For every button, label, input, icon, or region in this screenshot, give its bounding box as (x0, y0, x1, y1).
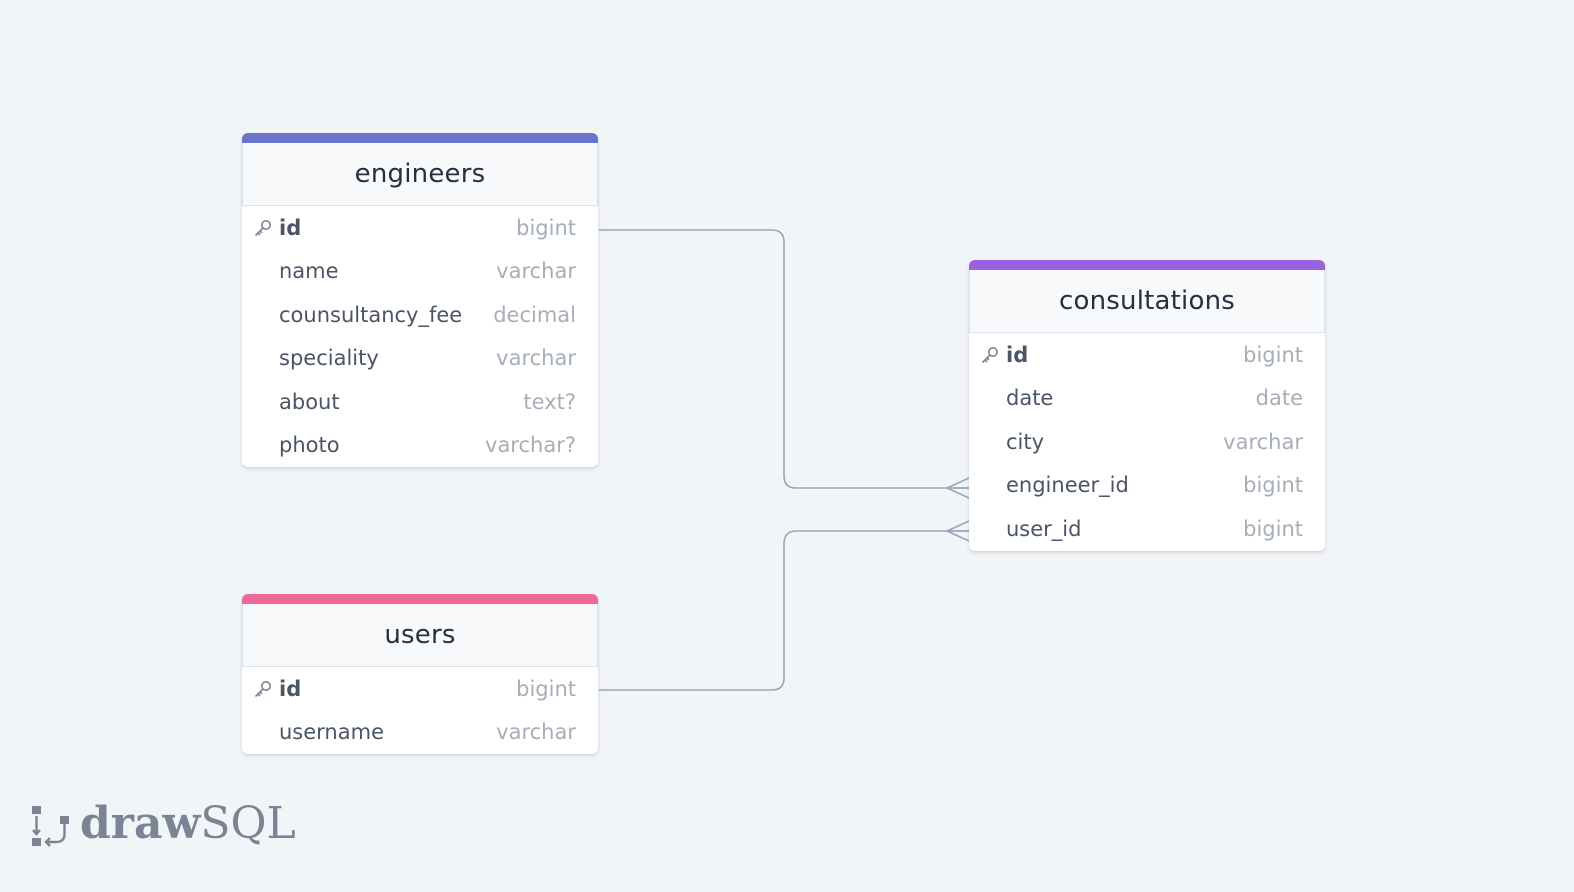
primary-key-icon (253, 679, 273, 699)
column-name: username (279, 720, 384, 745)
column-row[interactable]: photo varchar? (242, 424, 598, 468)
column-row[interactable]: speciality varchar (242, 337, 598, 381)
column-type: varchar (496, 720, 576, 745)
primary-key-icon (980, 345, 1000, 365)
column-name: user_id (1006, 516, 1082, 541)
column-row[interactable]: user_id bigint (969, 507, 1325, 551)
relationship-line-users-consultations (599, 530, 969, 691)
table-title[interactable]: consultations (969, 270, 1325, 333)
drawsql-logo-icon (32, 806, 69, 847)
column-name: about (279, 389, 340, 414)
column-type: date (1255, 386, 1303, 411)
column-type: decimal (493, 302, 576, 327)
column-name: date (1006, 386, 1054, 411)
column-name: name (279, 259, 339, 284)
column-type: bigint (1243, 473, 1303, 498)
column-row[interactable]: about text? (242, 380, 598, 424)
column-type: varchar (1223, 429, 1303, 454)
column-type: varchar (496, 259, 576, 284)
column-row[interactable]: id bigint (242, 206, 598, 250)
column-row[interactable]: name varchar (242, 250, 598, 294)
table-consultations[interactable]: consultations id bigint date date city varcha… (969, 260, 1325, 551)
column-name: speciality (279, 346, 379, 371)
column-name: id (1006, 342, 1029, 367)
table-title[interactable]: engineers (242, 143, 598, 206)
brand-text-sql: SQL (200, 798, 296, 849)
brand-text-draw: draw (80, 798, 201, 849)
column-row[interactable]: engineer_id bigint (969, 464, 1325, 508)
table-color-bar (242, 133, 598, 143)
column-name: engineer_id (1006, 473, 1129, 498)
column-row[interactable]: city varchar (969, 420, 1325, 464)
column-name: id (279, 676, 302, 701)
column-type: text? (523, 389, 576, 414)
crowfoot-engineer-id (946, 477, 970, 499)
column-row[interactable]: id bigint (242, 667, 598, 711)
column-name: photo (279, 433, 340, 458)
column-row[interactable]: date date (969, 377, 1325, 421)
table-users[interactable]: users id bigint username varchar (242, 594, 598, 754)
column-type: bigint (516, 215, 576, 240)
crowfoot-user-id (946, 520, 970, 542)
table-color-bar (969, 260, 1325, 270)
column-type: bigint (1243, 516, 1303, 541)
column-name: city (1006, 429, 1045, 454)
column-row[interactable]: id bigint (969, 333, 1325, 377)
column-type: bigint (1243, 342, 1303, 367)
column-row[interactable]: username varchar (242, 711, 598, 755)
primary-key-icon (253, 218, 273, 238)
column-type: bigint (516, 676, 576, 701)
column-type: varchar? (485, 433, 576, 458)
column-type: varchar (496, 346, 576, 371)
column-name: id (279, 215, 302, 240)
column-row[interactable]: counsultancy_fee decimal (242, 293, 598, 337)
relationship-line-engineers-consultations (599, 229, 969, 489)
column-name: counsultancy_fee (279, 302, 463, 327)
table-color-bar (242, 594, 598, 604)
table-engineers[interactable]: engineers id bigint name varchar counsultanc… (242, 133, 598, 467)
drawsql-logo: drawSQL (30, 800, 296, 848)
table-title[interactable]: users (242, 604, 598, 667)
